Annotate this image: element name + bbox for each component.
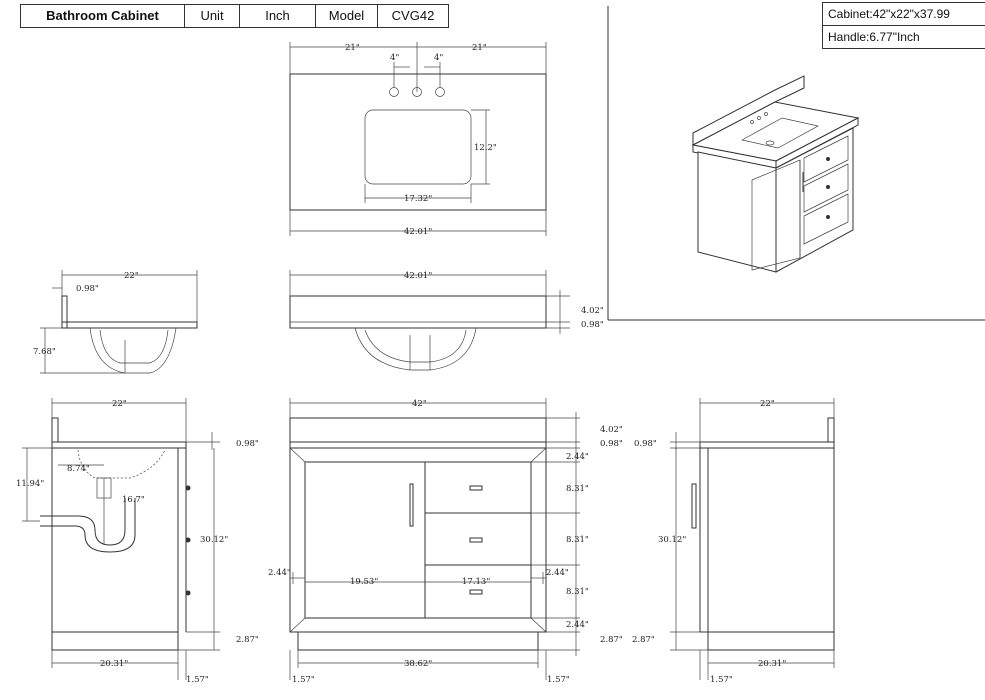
iso-sink xyxy=(741,117,819,149)
dim-side-top-depth: 22" xyxy=(124,271,139,281)
dim-front-frame-top: 2.44" xyxy=(566,452,589,462)
dim-drawer2: 8.31" xyxy=(566,535,589,545)
spec-table: Cabinet:42"x22"x37.99 Handle:6.77"Inch xyxy=(822,2,985,49)
dim-front-top-thick: 0.98" xyxy=(581,320,604,330)
dim-top-width: 42.01" xyxy=(404,227,432,237)
side-countertop xyxy=(61,321,198,329)
model-label: Model xyxy=(316,5,378,27)
title-table: Bathroom Cabinet Unit Inch Model CVG42 xyxy=(20,4,449,28)
dim-left-body-height: 30.12" xyxy=(200,535,228,545)
front-basin xyxy=(354,327,477,371)
dim-left-top-thick: 0.98" xyxy=(236,439,259,449)
dim-sink-depth: 12.2" xyxy=(474,143,497,153)
dim-drawer3: 8.31" xyxy=(566,587,589,597)
door-handle xyxy=(409,483,414,527)
left-side-view: 22" 0.98" 8.74" 11.94" 16.7" 30.12" 2.87… xyxy=(16,398,259,685)
dim-frame-left: 2.44" xyxy=(268,568,291,578)
dim-toe-right: 1.57" xyxy=(547,675,570,685)
dim-frame-right: 2.44" xyxy=(546,568,569,578)
left-countertop xyxy=(51,441,187,449)
right-toe-kick xyxy=(707,631,835,651)
left-toe-kick xyxy=(51,631,179,651)
top-side-view: 22" 0.98" 7.68" xyxy=(33,270,198,374)
dim-left-toe-depth: 1.57" xyxy=(186,675,209,685)
dim-left-width: 22" xyxy=(112,399,127,409)
side-backsplash xyxy=(61,295,68,329)
front-top-slab xyxy=(289,441,547,449)
dim-front-toe: 2.87" xyxy=(600,635,623,645)
dim-right-toe-depth: 1.57" xyxy=(710,675,733,685)
dim-left-body-depth: 20.31" xyxy=(100,659,128,669)
front-face-frame xyxy=(304,461,532,619)
left-backsplash xyxy=(51,417,59,443)
cabinet-size: Cabinet:42"x22"x37.99 xyxy=(823,3,985,26)
left-handle-2 xyxy=(185,537,191,543)
right-backsplash xyxy=(827,417,835,443)
faucet-hole-left xyxy=(389,87,399,97)
drawer-handle-2 xyxy=(469,537,483,543)
dim-right-body-height: 30.12" xyxy=(658,535,686,545)
dim-left-sink-offset: 8.74" xyxy=(67,464,90,474)
dim-front-splash-h: 4.02" xyxy=(600,425,623,435)
front-backsplash xyxy=(289,417,547,443)
iso-front-face xyxy=(697,151,777,273)
dim-front-top-h: 0.98" xyxy=(600,439,623,449)
iso-countertop-side-edge xyxy=(775,117,859,169)
dim-top-half-right: 21" xyxy=(472,43,487,53)
dim-faucet-left: 4" xyxy=(390,53,399,63)
right-countertop xyxy=(699,441,835,449)
left-handle-3 xyxy=(185,590,191,596)
dim-left-drain-height: 11.94" xyxy=(16,479,44,489)
dim-right-width: 22" xyxy=(760,399,775,409)
dim-drawer1: 8.31" xyxy=(566,484,589,494)
dim-right-body-depth: 20.31" xyxy=(758,659,786,669)
faucet-hole-right xyxy=(435,87,445,97)
drawer-handle-1 xyxy=(469,485,483,491)
dim-side-overhang: 0.98" xyxy=(76,284,99,294)
dim-drawer-width: 17.13" xyxy=(462,577,490,587)
top-front-view: 42.01" 4.02" 0.98" xyxy=(289,270,604,371)
dim-left-toe: 2.87" xyxy=(236,635,259,645)
front-countertop xyxy=(289,295,547,329)
dim-right-toe: 2.87" xyxy=(632,635,655,645)
dim-front-top-width: 42.01" xyxy=(404,271,432,281)
right-side-view: 22" 0.98" 30.12" 2.87" 20.31" 1.57" xyxy=(632,398,835,685)
dim-base-width: 38.62" xyxy=(404,659,432,669)
dim-door-width: 19.53" xyxy=(350,577,378,587)
dim-toe-left: 1.57" xyxy=(292,675,315,685)
unit-value: Inch xyxy=(240,5,316,27)
front-view: 42" 4.02" 0.98" 2.44" 8.31" 8.31" 8.31" … xyxy=(268,398,623,685)
front-cabinet-body xyxy=(289,447,547,633)
dim-front-frame-bottom: 2.44" xyxy=(566,620,589,630)
left-handle-1 xyxy=(185,485,191,491)
dim-faucet-right: 4" xyxy=(434,53,443,63)
front-toe-kick xyxy=(297,631,539,651)
dim-sink-width: 17.32" xyxy=(404,194,432,204)
isometric-view xyxy=(691,75,860,273)
dim-left-trap: 16.7" xyxy=(122,495,145,505)
model-value: CVG42 xyxy=(391,8,435,23)
left-basin-hidden xyxy=(77,449,166,479)
right-door-handle xyxy=(691,483,697,529)
countertop-outline xyxy=(289,73,547,211)
right-cabinet-body xyxy=(707,447,835,633)
iso-side-face xyxy=(775,127,854,273)
sink-outline xyxy=(364,109,472,185)
unit-label: Unit xyxy=(185,5,240,27)
dim-basin-depth: 7.68" xyxy=(33,347,56,357)
handle-size: Handle:6.77"Inch xyxy=(828,30,920,44)
dim-top-half-left: 21" xyxy=(345,43,360,53)
drawer-handle-3 xyxy=(469,589,483,595)
dim-right-top-thick: 0.98" xyxy=(634,439,657,449)
dim-front-width: 42" xyxy=(412,399,427,409)
top-view: 21" 21" 4" 4" 12.2" 17.32" 42.01" xyxy=(289,42,547,237)
dim-front-splash: 4.02" xyxy=(581,306,604,316)
left-cabinet-body xyxy=(51,447,179,633)
product-title: Bathroom Cabinet xyxy=(21,5,185,27)
left-p-trap xyxy=(40,498,126,546)
